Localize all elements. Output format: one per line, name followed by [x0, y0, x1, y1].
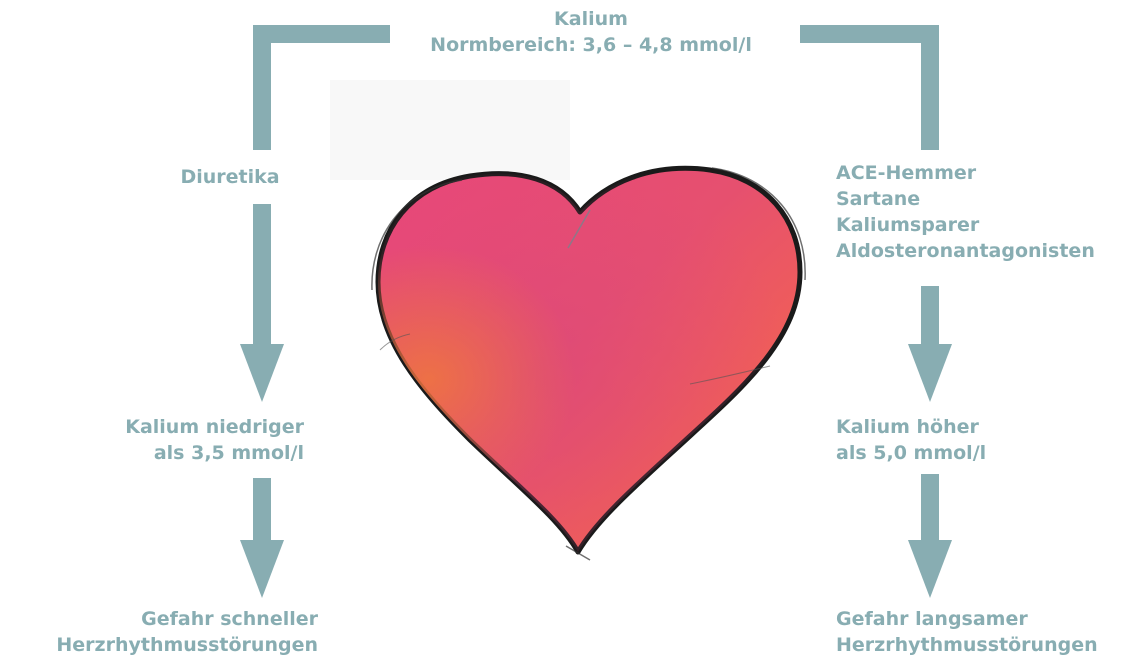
- fast-arrhythmia-line-1: Gefahr schneller: [4, 606, 318, 632]
- title-line-2: Normbereich: 3,6 – 4,8 mmol/l: [391, 32, 791, 58]
- slow-arrhythmia-line-2: Herzrhythmusstörungen: [836, 632, 1140, 658]
- left-arrow-2: [240, 478, 284, 598]
- high-potassium-label: Kalium höher als 5,0 mmol/l: [836, 414, 1096, 466]
- right-causes-label: ACE-Hemmer Sartane Kaliumsparer Aldoster…: [836, 160, 1136, 264]
- slow-arrhythmia-line-1: Gefahr langsamer: [836, 606, 1140, 632]
- cause-item: Kaliumsparer: [836, 212, 1136, 238]
- left-top-connector: [262, 34, 390, 150]
- low-potassium-line-2: als 3,5 mmol/l: [60, 440, 304, 466]
- title-line-1: Kalium: [391, 6, 791, 32]
- high-potassium-line-1: Kalium höher: [836, 414, 1096, 440]
- diuretika-text: Diuretika: [150, 164, 310, 190]
- cause-item: Aldosteronantagonisten: [836, 238, 1136, 264]
- title-block: Kalium Normbereich: 3,6 – 4,8 mmol/l: [391, 6, 791, 58]
- low-potassium-label: Kalium niedriger als 3,5 mmol/l: [60, 414, 304, 466]
- high-potassium-line-2: als 5,0 mmol/l: [836, 440, 1096, 466]
- right-top-connector: [800, 34, 930, 150]
- cause-item: ACE-Hemmer: [836, 160, 1136, 186]
- fast-arrhythmia-line-2: Herzrhythmusstörungen: [4, 632, 318, 658]
- left-arrow-1: [240, 204, 284, 402]
- fast-arrhythmia-label: Gefahr schneller Herzrhythmusstörungen: [4, 606, 318, 658]
- cause-item: Sartane: [836, 186, 1136, 212]
- low-potassium-line-1: Kalium niedriger: [60, 414, 304, 440]
- right-arrow-1: [908, 286, 952, 402]
- right-arrow-2: [908, 474, 952, 598]
- slow-arrhythmia-label: Gefahr langsamer Herzrhythmusstörungen: [836, 606, 1140, 658]
- left-cause-label: Diuretika: [150, 164, 310, 190]
